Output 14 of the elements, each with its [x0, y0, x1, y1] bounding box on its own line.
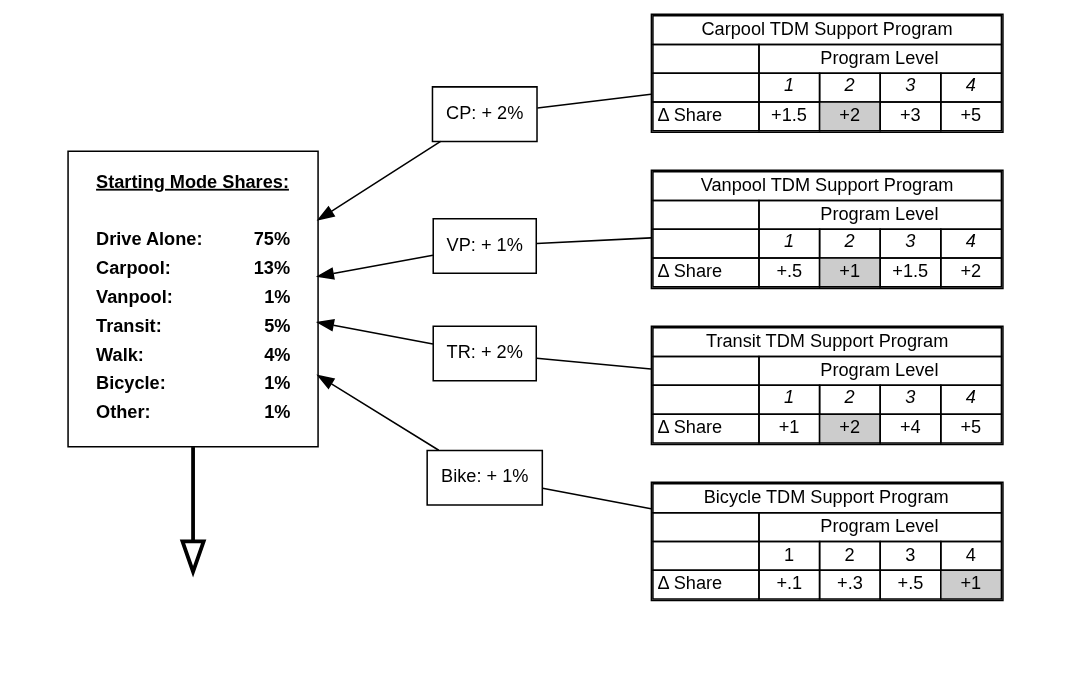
- arrow: [315, 319, 434, 345]
- arrow: [179, 447, 207, 578]
- node-box: Bike: + 1%: [426, 449, 544, 506]
- connector: [535, 357, 652, 370]
- node-box: TR: + 2%: [432, 325, 537, 382]
- connector: [541, 487, 652, 510]
- node-box: Starting Mode Shares: Drive Alone: 75% Carpool: 13% Vanpool: 1% Transit: 5% Walk: 4% Bicycle: 1% Other: 1%: [67, 150, 319, 448]
- arrow: [316, 140, 442, 221]
- node-box: VP: + 1%: [432, 217, 537, 274]
- connector: [535, 237, 652, 245]
- connector: [536, 93, 652, 109]
- arrow: [315, 254, 434, 280]
- arrow: [316, 374, 440, 451]
- node-box: CP: + 2%: [431, 86, 538, 143]
